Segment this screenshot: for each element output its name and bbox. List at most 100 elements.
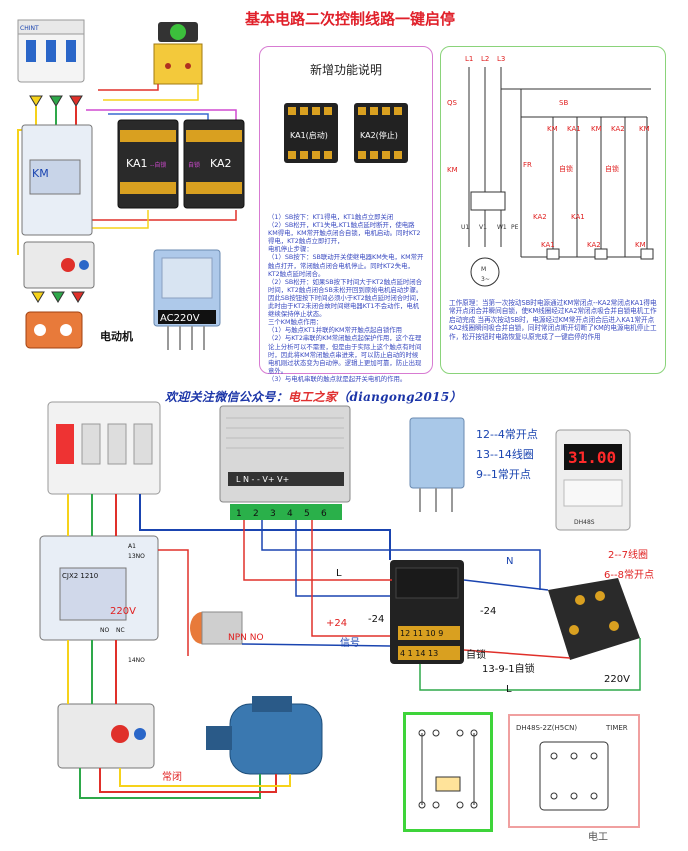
breaker-brand: CHINT bbox=[20, 25, 39, 32]
psu-terminals: L N - - V+ V+ bbox=[236, 475, 289, 484]
relay-socket: 12 11 10 9 4 1 14 13 bbox=[390, 560, 464, 664]
wire-plus24: +24 bbox=[326, 618, 347, 629]
socket-note-2: 6--8常开点 bbox=[604, 568, 654, 581]
sch-label-5: KM bbox=[547, 125, 558, 133]
wire-signal: 信号 bbox=[340, 637, 360, 649]
relay-note-2: 13--14线圈 bbox=[476, 447, 534, 461]
contactor-nc: NC bbox=[116, 627, 125, 634]
timer-display: 31.00 bbox=[568, 448, 616, 467]
sch-label-14: KA1 bbox=[571, 213, 585, 221]
psu-n6: 6 bbox=[321, 509, 327, 519]
work-principle: 工作原理：当第一次按动SB时电源通过KM常闭点--KA2常闭点KA1得电常开点闭… bbox=[449, 299, 657, 341]
relay-ka2: KA2 自锁 bbox=[183, 119, 245, 209]
timer-model: DH48S bbox=[574, 519, 595, 526]
socket-nums-bottom: 4 1 14 13 bbox=[400, 649, 438, 658]
timer-device: 31.00 DH48S bbox=[555, 429, 631, 531]
contactor-voltage: 220V bbox=[110, 606, 136, 617]
wire-nc: 常闭 bbox=[162, 770, 182, 783]
wire-l-1: L bbox=[336, 568, 342, 579]
new-function-heading: 新增功能说明 bbox=[309, 63, 382, 77]
relay-bases: KA1(启动) KA2(停止) bbox=[284, 103, 408, 163]
psu-n1: 1 bbox=[236, 509, 242, 519]
psu-n3: 3 bbox=[270, 509, 276, 519]
sch-label-21: PE bbox=[511, 224, 519, 231]
sch-label-7: KM bbox=[591, 125, 602, 133]
relay-ka2-label: KA2 bbox=[210, 157, 232, 170]
wire-selflock: 自锁 bbox=[466, 648, 486, 661]
sch-label-km-left: KM bbox=[447, 166, 458, 174]
circuit-breaker-top: CHINT bbox=[17, 19, 85, 83]
motor-label: 电动机 bbox=[100, 329, 133, 343]
timer-socket bbox=[548, 578, 640, 660]
psu-n4: 4 bbox=[287, 509, 293, 519]
contactor-label: KM bbox=[32, 167, 49, 180]
relay-ka1: KA1 --自锁 bbox=[117, 119, 179, 209]
relay-module-voltage: AC220V bbox=[160, 313, 200, 324]
control-schematic: L1 L2 L3 QS SB KM KA1 KM KA2 KM FR 自锁 自锁… bbox=[447, 55, 654, 287]
relay1-label: KA1(启动) bbox=[290, 130, 328, 140]
psu-n5: 5 bbox=[304, 509, 310, 519]
socket-note-1: 2--7线圈 bbox=[608, 548, 648, 561]
new-function-panel: 新增功能说明 KA1(启动) KA2(停止) （1）SB按下：KT1得电，KT1… bbox=[259, 46, 433, 383]
motor-terminal-top bbox=[25, 311, 83, 349]
contactor-a1: A1 bbox=[128, 543, 136, 550]
sch-label-13: KA2 bbox=[533, 213, 547, 221]
sch-label-0: L1 bbox=[465, 55, 473, 63]
sch-label-3: QS bbox=[447, 99, 458, 107]
sch-label-23: 3~ bbox=[481, 276, 490, 283]
contactor-14no: 14NO bbox=[128, 657, 145, 664]
wire-minus24-2: -24 bbox=[480, 606, 496, 617]
sch-label-11: 自锁 bbox=[559, 164, 573, 173]
top-wiring-illustration: CHINT KM KA1 --自锁 KA2 自锁 bbox=[17, 19, 245, 350]
wechat-banner: 欢迎关注微信公众号：电工之家（diangong2015） bbox=[165, 388, 462, 405]
contactor-top: KM bbox=[21, 124, 93, 236]
power-supply: L N - - V+ V+ 1 2 3 4 5 6 bbox=[219, 405, 351, 520]
thermal-relay-top bbox=[23, 241, 95, 289]
sch-label-20: W1 bbox=[497, 224, 507, 231]
socket-nums-top: 12 11 10 9 bbox=[400, 629, 443, 638]
relay-ka2-note: 自锁 bbox=[188, 161, 200, 169]
diagram-timer-label: TIMER bbox=[605, 724, 628, 732]
sensor-label: NPN NO bbox=[228, 633, 264, 643]
sch-label-16: KA2 bbox=[587, 241, 601, 249]
timer-pin-diagram: DH48S-2Z(H5CN) TIMER bbox=[508, 714, 640, 828]
sch-label-8: KA2 bbox=[611, 125, 625, 133]
relay-ka1-label: KA1 bbox=[126, 157, 148, 170]
new-function-description: （1）SB按下：KT1得电，KT1触点立即关闭 （2）SB松开，KT1失电,KT… bbox=[268, 213, 424, 383]
push-button-top bbox=[153, 22, 203, 85]
motor-bottom bbox=[206, 696, 323, 775]
sch-label-22: M bbox=[481, 266, 486, 273]
psu-n2: 2 bbox=[253, 509, 259, 519]
diagram-timer-title: DH48S-2Z(H5CN) bbox=[516, 724, 577, 732]
wire-13-9-1: 13-9-1自锁 bbox=[482, 662, 535, 675]
relay-module: AC220V bbox=[153, 249, 221, 350]
sch-label-19: V1 bbox=[479, 224, 487, 231]
sch-label-12: 自锁 bbox=[605, 164, 619, 173]
wire-n: N bbox=[506, 556, 513, 567]
watermark: 电工 bbox=[588, 832, 608, 843]
contactor-bottom: CJX2 1210 220V A1 13NO 14NO NO NC bbox=[39, 535, 159, 664]
schematic-panel: L1 L2 L3 QS SB KM KA1 KM KA2 KM FR 自锁 自锁… bbox=[440, 46, 666, 374]
relay-photo bbox=[409, 417, 465, 512]
contactor-no: NO bbox=[100, 627, 109, 634]
sch-label-15: KA1 bbox=[541, 241, 555, 249]
sch-label-1: L2 bbox=[481, 55, 489, 63]
sch-label-6: KA1 bbox=[567, 125, 581, 133]
page-title: 基本电路二次控制线路一键启停 bbox=[245, 10, 456, 28]
relay-note-3: 9--1常开点 bbox=[476, 468, 531, 481]
sch-label-4: SB bbox=[559, 99, 568, 107]
relay2-label: KA2(停止) bbox=[360, 130, 398, 140]
wire-minus24-1: -24 bbox=[368, 614, 384, 625]
wire-220v: 220V bbox=[604, 674, 630, 685]
bottom-wiring-illustration: L N - - V+ V+ 1 2 3 4 5 6 12--4常开点 13--1… bbox=[39, 401, 654, 799]
banner-brand: 电工之家 bbox=[288, 390, 338, 404]
circuit-breaker-bottom bbox=[47, 401, 161, 495]
proximity-sensor: NPN NO bbox=[190, 611, 264, 645]
banner-suffix: （diangong2015） bbox=[337, 390, 462, 404]
contactor-model: CJX2 1210 bbox=[62, 572, 98, 580]
relay-note-1: 12--4常开点 bbox=[476, 428, 538, 441]
sch-label-18: U1 bbox=[461, 224, 469, 231]
sch-label-2: L3 bbox=[497, 55, 505, 63]
relay-ka1-note: --自锁 bbox=[150, 161, 166, 169]
sch-label-10: FR bbox=[523, 161, 532, 169]
